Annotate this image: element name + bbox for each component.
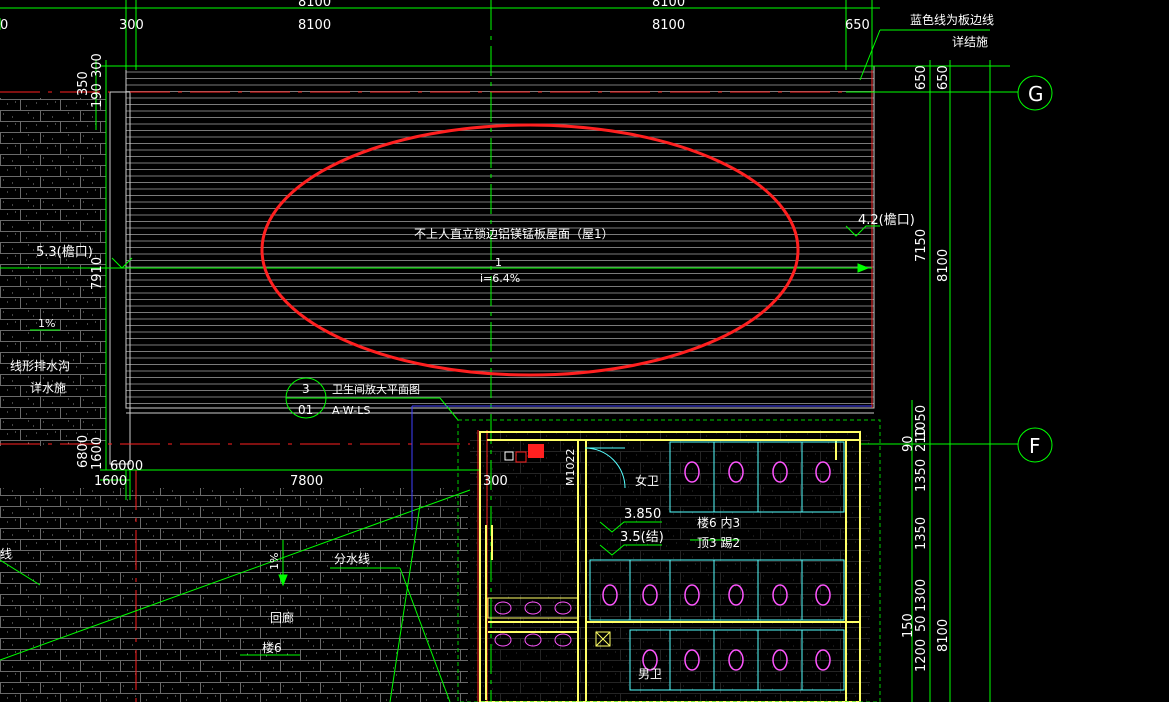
callout-sheet: 01 — [298, 403, 313, 417]
floor-finish: 楼6 — [262, 640, 282, 655]
dim-mid-6000: 6000 — [110, 459, 143, 474]
highlight-ellipse — [260, 123, 800, 377]
dim-right-1350a: 1350 — [914, 459, 929, 492]
split-line: 分水线 — [334, 552, 370, 566]
callout-leader2 — [439, 397, 459, 421]
drain-detail: 详水施 — [30, 380, 66, 395]
roof-index: 1 — [495, 256, 502, 269]
annotation-text: 蓝色线为板边线 详结施 不上人直立锁边铝镁锰板屋面（屋1） 1 i=6.4% 4… — [0, 13, 1044, 681]
dimension-text-rotated: 650 650 7150 8100 1350 1350 1300 1200 15… — [76, 53, 951, 672]
dim-right-8100: 8100 — [936, 249, 951, 282]
dim-right-650b: 650 — [936, 65, 951, 90]
green-dashed-outline — [457, 419, 881, 702]
dim-top-650: 650 — [845, 18, 870, 33]
dim-right-210: 210 — [914, 427, 929, 452]
finish-1: 楼6 内3 — [697, 515, 740, 530]
dim-right-1050: 1050 — [914, 405, 929, 438]
dim-mid-7800: 7800 — [290, 474, 323, 489]
roof-slope: i=6.4% — [480, 272, 520, 285]
dim-right-150: 150 — [901, 613, 916, 638]
eave-left: 5.3(檐口) — [36, 245, 93, 260]
room-men: 男卫 — [638, 667, 662, 681]
dimension-lines — [0, 0, 1018, 702]
callout-ref: A-W-LS — [332, 404, 370, 417]
level-3850: 3.850 — [624, 507, 661, 522]
dim-right-50: 50 — [914, 615, 929, 632]
dim-top-300: 300 — [119, 18, 144, 33]
dim-right-1350b: 1350 — [914, 517, 929, 550]
room-women: 女卫 — [635, 473, 659, 488]
dim-mid-300: 300 — [483, 474, 508, 489]
door-label: M1022 — [564, 449, 577, 487]
slope-arrows — [278, 263, 870, 587]
dim-right-7150: 7150 — [914, 229, 929, 262]
dimension-text: 0 300 8100 8100 650 8100 8100 7800 300 6… — [0, 0, 870, 489]
grid-bubble-g — [1017, 75, 1053, 111]
line-label: 线 — [0, 547, 12, 561]
level-structure: 3.5(结) — [620, 530, 664, 545]
dim-top-cut-a: 8100 — [298, 0, 331, 10]
door-swing — [584, 447, 626, 489]
dim-left-1600: 1600 — [90, 437, 105, 470]
grid-label-g: G — [1028, 82, 1044, 106]
roof-panel-lines — [126, 66, 874, 408]
floor-hatch-bottom — [0, 488, 468, 702]
toilet-walls — [479, 431, 861, 702]
dim-top-0: 0 — [0, 18, 8, 33]
dim-right-650a: 650 — [914, 65, 929, 90]
dim-right-1200: 1200 — [914, 639, 929, 672]
grid-label-f: F — [1029, 434, 1041, 458]
floor-hatch-left — [0, 98, 106, 446]
level-markers — [111, 225, 880, 556]
dim-top-8100a: 8100 — [298, 18, 331, 33]
eave-right: 4.2(檐口) — [858, 213, 915, 228]
dim-right-1300: 1300 — [914, 579, 929, 612]
note-detail: 详结施 — [952, 34, 988, 49]
callout-title: 卫生间放大平面图 — [332, 382, 420, 396]
grid-bubble-f — [1017, 427, 1053, 463]
finish-2: 顶3 踢2 — [697, 536, 740, 550]
callout-num: 3 — [302, 382, 310, 396]
slope-left: 1% — [38, 317, 55, 330]
dim-mid-1600: 1600 — [94, 474, 127, 489]
parapet-left — [109, 91, 131, 465]
dim-left-350: 350 — [76, 71, 91, 96]
dim-top-cut-b: 8100 — [652, 0, 685, 10]
dim-left-300: 300 — [90, 53, 105, 78]
dim-top-8100b: 8100 — [652, 18, 685, 33]
blue-edge-lines — [411, 405, 872, 530]
dim-left-7910: 7910 — [90, 257, 105, 290]
note-blue-line: 蓝色线为板边线 — [910, 13, 994, 27]
slope-mid: 1% — [268, 553, 281, 570]
dim-left-6800: 6800 — [76, 435, 91, 468]
dim-right-8100b: 8100 — [936, 619, 951, 652]
corridor: 回廊 — [270, 610, 294, 625]
roof-title: 不上人直立锁边铝镁锰板屋面（屋1） — [414, 226, 614, 241]
dim-right-90: 90 — [901, 435, 916, 452]
toilet-stalls-top — [487, 441, 845, 691]
dim-left-190: 190 — [90, 83, 105, 108]
red-fixture — [528, 444, 544, 458]
drain-label: 线形排水沟 — [10, 359, 70, 373]
